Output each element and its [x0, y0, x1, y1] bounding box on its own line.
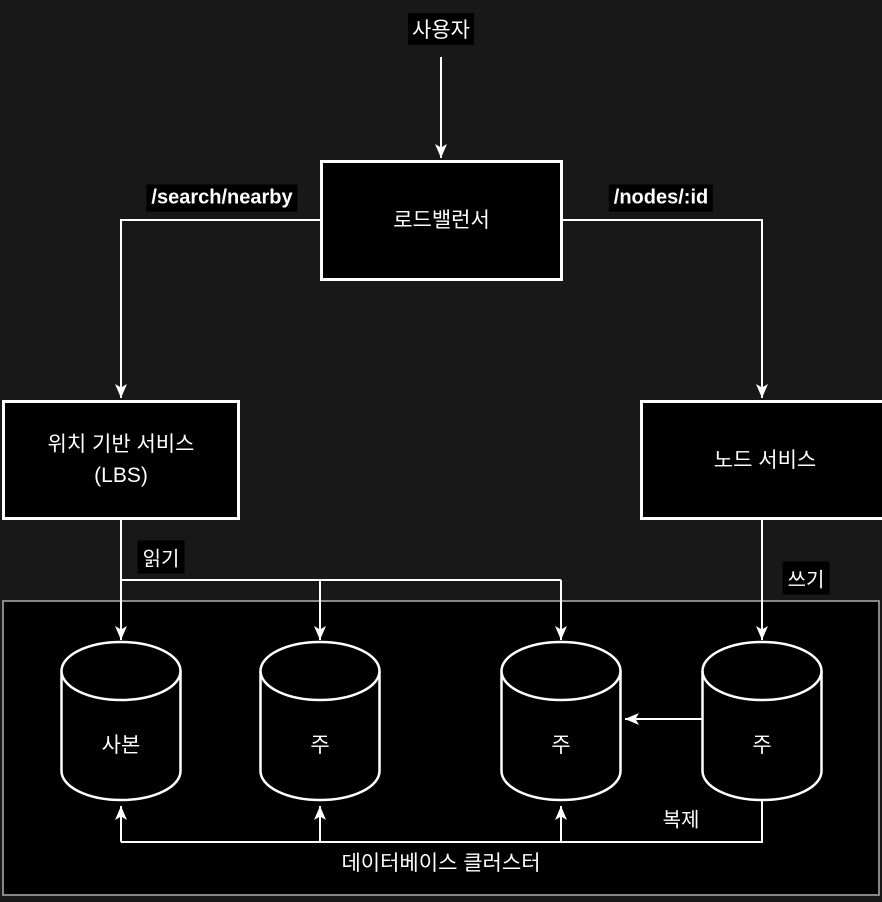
db-cylinder-replica — [60, 640, 182, 802]
db-cylinder-primary-1 — [259, 640, 381, 802]
edge-loadbalancer-to-lbs — [115, 219, 320, 398]
edge-label-search-nearby: /search/nearby — [146, 184, 298, 212]
db-replica-label: 사본 — [101, 734, 141, 757]
database-cluster-title: 데이터베이스 클러스터 — [337, 846, 545, 878]
edge-label-read: 읽기 — [137, 540, 185, 574]
load-balancer-label: 로드밸런서 — [393, 209, 490, 232]
db-primary-2-label: 주 — [551, 734, 571, 757]
edge-label-replication: 복제 — [657, 801, 705, 835]
node-service-label: 노드 서비스 — [713, 448, 817, 472]
lbs-node: 위치 기반 서비스 (LBS) — [2, 400, 240, 520]
user-label: 사용자 — [408, 13, 474, 45]
load-balancer-node: 로드밸런서 — [320, 160, 563, 281]
edge-loadbalancer-to-nodeservice — [563, 219, 768, 398]
db-cylinder-primary-2 — [500, 640, 622, 802]
edge-label-nodes-id: /nodes/:id — [608, 184, 714, 212]
db-primary-1-label: 주 — [310, 734, 330, 757]
db-cylinder-primary-3 — [701, 640, 823, 802]
lbs-label-line2: (LBS) — [94, 464, 148, 487]
edge-label-write: 쓰기 — [782, 561, 830, 595]
node-service-node: 노드 서비스 — [640, 400, 882, 520]
db-primary-3-label: 주 — [752, 734, 772, 757]
edge-replication-bus — [121, 800, 763, 843]
lbs-label-line1: 위치 기반 서비스 — [47, 433, 195, 456]
